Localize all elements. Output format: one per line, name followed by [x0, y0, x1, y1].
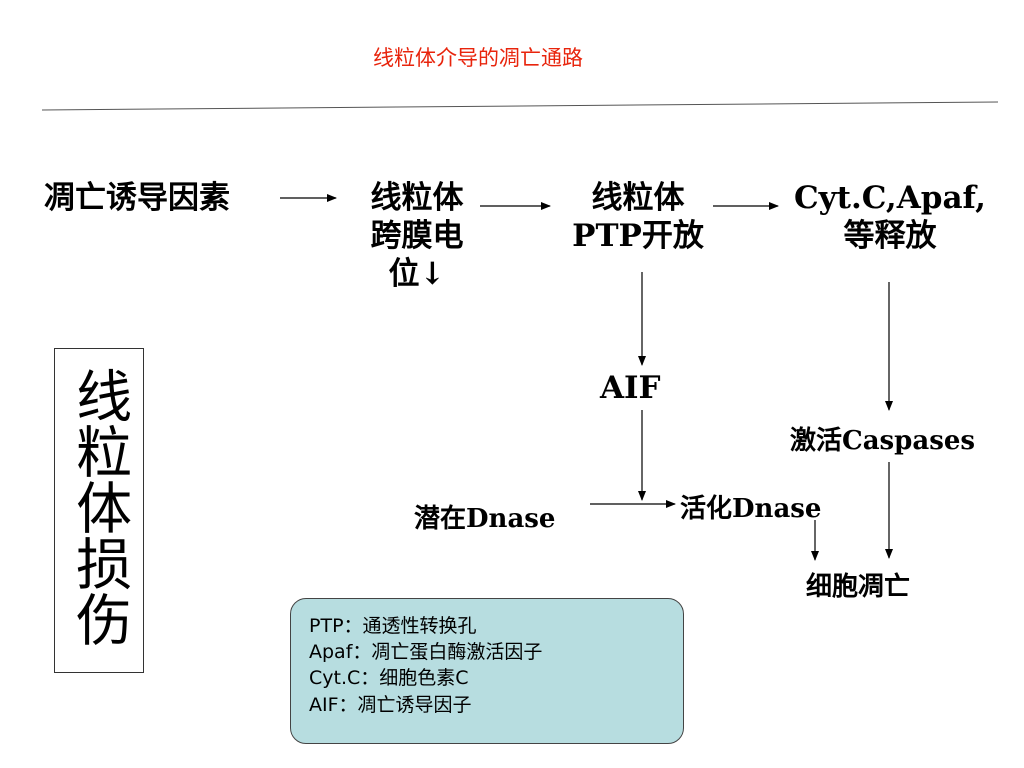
node-ptp-open-line-2: PTP开放: [572, 217, 704, 254]
node-ptp-open-line-1: 线粒体: [591, 180, 685, 216]
node-release-line-2: 等释放: [843, 217, 937, 254]
node-active-dnase: 活化Dnase: [680, 494, 822, 524]
node-release-line-1: Cyt.C,Apaf,: [794, 180, 986, 216]
mitochondrial-damage-box: 线粒体损伤: [54, 348, 144, 673]
diagram-title: 线粒体介导的凋亡通路: [373, 46, 583, 70]
node-membrane-potential-line-3: 位↓: [388, 255, 446, 292]
node-cell-apoptosis: 细胞凋亡: [806, 572, 911, 602]
node-ptp-open: 线粒体 PTP开放: [558, 180, 718, 256]
legend-item-ptp: PTP：通透性转换孔: [309, 615, 477, 637]
legend-item-apaf: Apaf：凋亡蛋白酶激活因子: [309, 641, 543, 664]
node-activate-caspases: 激活Caspases: [790, 426, 976, 456]
node-membrane-potential-line-1: 线粒体: [370, 180, 464, 216]
legend-item-aif: AIF：凋亡诱导因子: [309, 693, 472, 716]
node-membrane-potential: 线粒体 跨膜电 位↓: [356, 180, 478, 293]
node-apoptosis-inducer: 凋亡诱导因素: [44, 180, 230, 216]
node-aif: AIF: [600, 370, 661, 406]
legend-item-cytc: Cyt.C：细胞色素C: [309, 667, 469, 690]
node-membrane-potential-line-2: 跨膜电: [370, 217, 464, 254]
node-release: Cyt.C,Apaf, 等释放: [782, 180, 998, 256]
abbreviation-legend: PTP：通透性转换孔 Apaf：凋亡蛋白酶激活因子 Cyt.C：细胞色素C AI…: [290, 598, 684, 744]
header-divider: [41, 101, 999, 111]
node-latent-dnase: 潜在Dnase: [414, 504, 556, 534]
mitochondrial-damage-label: 线粒体损伤: [66, 367, 132, 647]
